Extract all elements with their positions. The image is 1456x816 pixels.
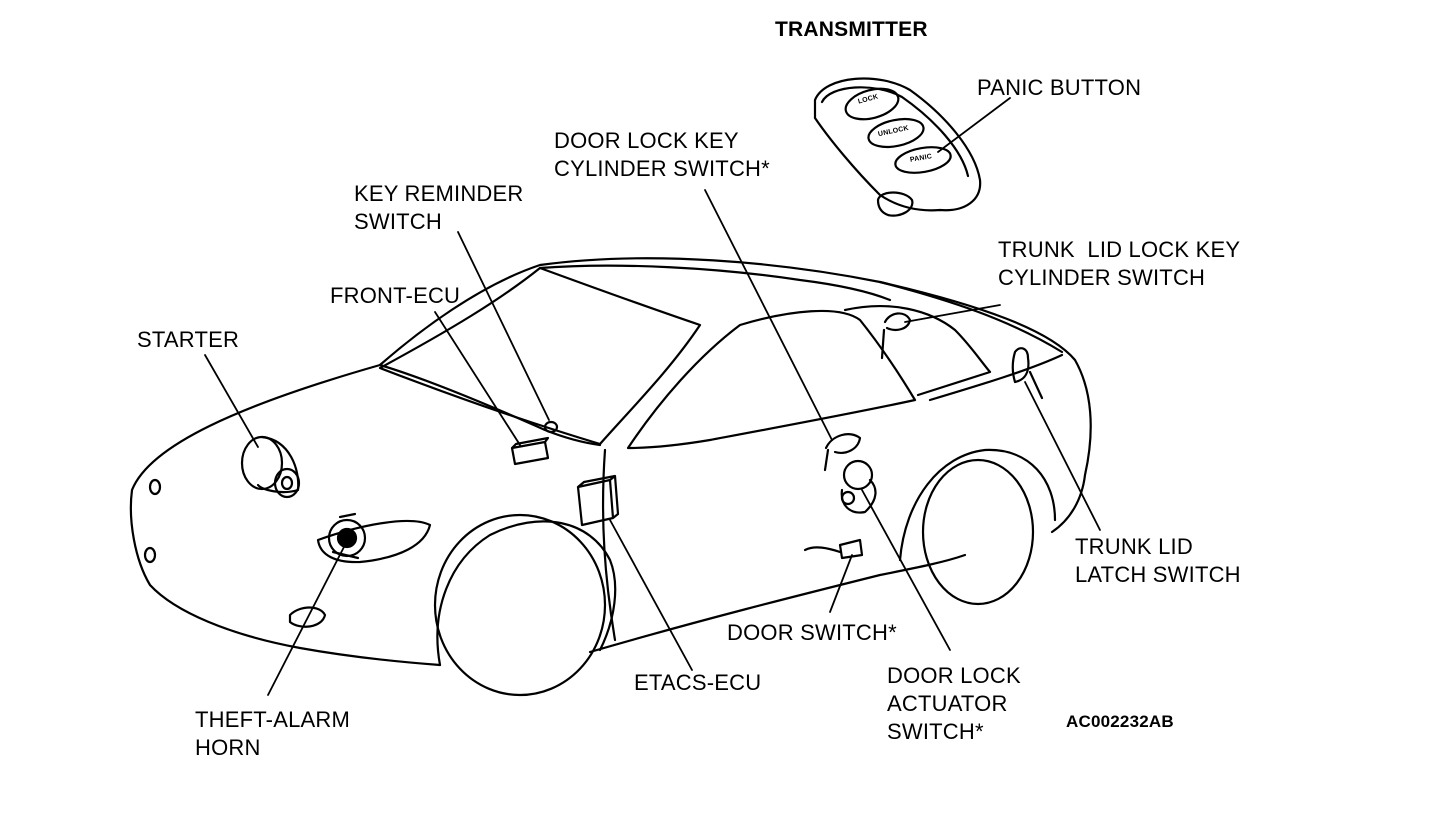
label-theft-alarm-horn: THEFT-ALARM HORN	[195, 707, 350, 760]
rear-tire	[921, 458, 1035, 606]
starter-component	[240, 435, 301, 499]
front-marker-light	[148, 478, 162, 496]
transmitter-title: TRANSMITTER	[775, 18, 928, 41]
key-reminder-switch-component	[543, 420, 559, 434]
car-outline	[129, 257, 1092, 667]
headlight	[316, 519, 432, 564]
etacs-ecu-component	[576, 474, 620, 527]
leader-door-switch	[829, 554, 853, 613]
door-line	[601, 448, 617, 642]
leader-panic-button	[937, 97, 1011, 153]
leader-front-ecu	[434, 311, 521, 446]
fob-body	[813, 77, 982, 212]
fob-panic-button	[894, 146, 952, 174]
rear-deck-line	[878, 280, 1064, 354]
leader-etacs-ecu	[609, 519, 693, 671]
windshield	[378, 266, 702, 446]
leader-door-lock-actuator	[861, 489, 951, 651]
fob-lock-button	[844, 87, 900, 121]
rear-window	[843, 304, 992, 397]
label-etacs-ecu: ETACS-ECU	[634, 670, 762, 695]
leader-key-reminder	[457, 231, 550, 421]
car-body	[129, 257, 1092, 697]
fog-light	[288, 606, 327, 628]
front-ecu-component	[510, 436, 550, 466]
leader-door-lock-key-cylinder	[704, 189, 833, 441]
figure-code: AC002232AB	[1066, 712, 1174, 731]
label-panic-button: PANIC BUTTON	[977, 75, 1142, 100]
label-door-lock-actuator-switch: DOOR LOCK ACTUATOR SWITCH*	[887, 663, 1021, 744]
leader-trunk-lid-latch	[1024, 381, 1101, 531]
fob-inner-edge	[820, 86, 970, 178]
leader-lines	[204, 97, 1101, 696]
leader-starter	[204, 354, 259, 448]
leader-theft-alarm-horn	[267, 544, 346, 696]
label-front-ecu: FRONT-ECU	[330, 283, 461, 308]
roof-line	[538, 264, 892, 302]
fob-key-ring	[876, 191, 914, 217]
front-wheel-arch	[436, 520, 617, 667]
front-tire	[433, 513, 607, 697]
trunk-lid-latch-component	[1011, 347, 1044, 400]
label-trunk-lid-latch-switch: TRUNK LID LATCH SWITCH	[1075, 534, 1241, 587]
label-starter: STARTER	[137, 327, 240, 352]
label-door-lock-key-cylinder-switch: DOOR LOCK KEY CYLINDER SWITCH*	[554, 128, 770, 181]
leader-trunk-lid-lock-key	[904, 304, 1001, 323]
side-window	[626, 309, 917, 450]
rear-wheel-arch	[898, 448, 1057, 562]
door-lock-key-cylinder-component	[823, 433, 862, 472]
fob-unlock-button	[867, 117, 925, 149]
transmitter-fob	[813, 77, 982, 217]
front-marker-light-lower	[143, 546, 157, 564]
theft-alarm-horn-component	[327, 512, 367, 560]
label-door-switch: DOOR SWITCH*	[727, 620, 897, 645]
trunk-line	[928, 353, 1064, 402]
trunk-lid-lock-key-cylinder-component	[880, 312, 912, 360]
label-trunk-lid-lock-key-cylinder-switch: TRUNK LID LOCK KEY CYLINDER SWITCH	[998, 237, 1241, 290]
car-rocker	[588, 553, 967, 654]
door-lock-actuator-component	[840, 459, 877, 514]
door-switch-component	[803, 538, 864, 560]
label-key-reminder-switch: KEY REMINDER SWITCH	[354, 181, 524, 234]
